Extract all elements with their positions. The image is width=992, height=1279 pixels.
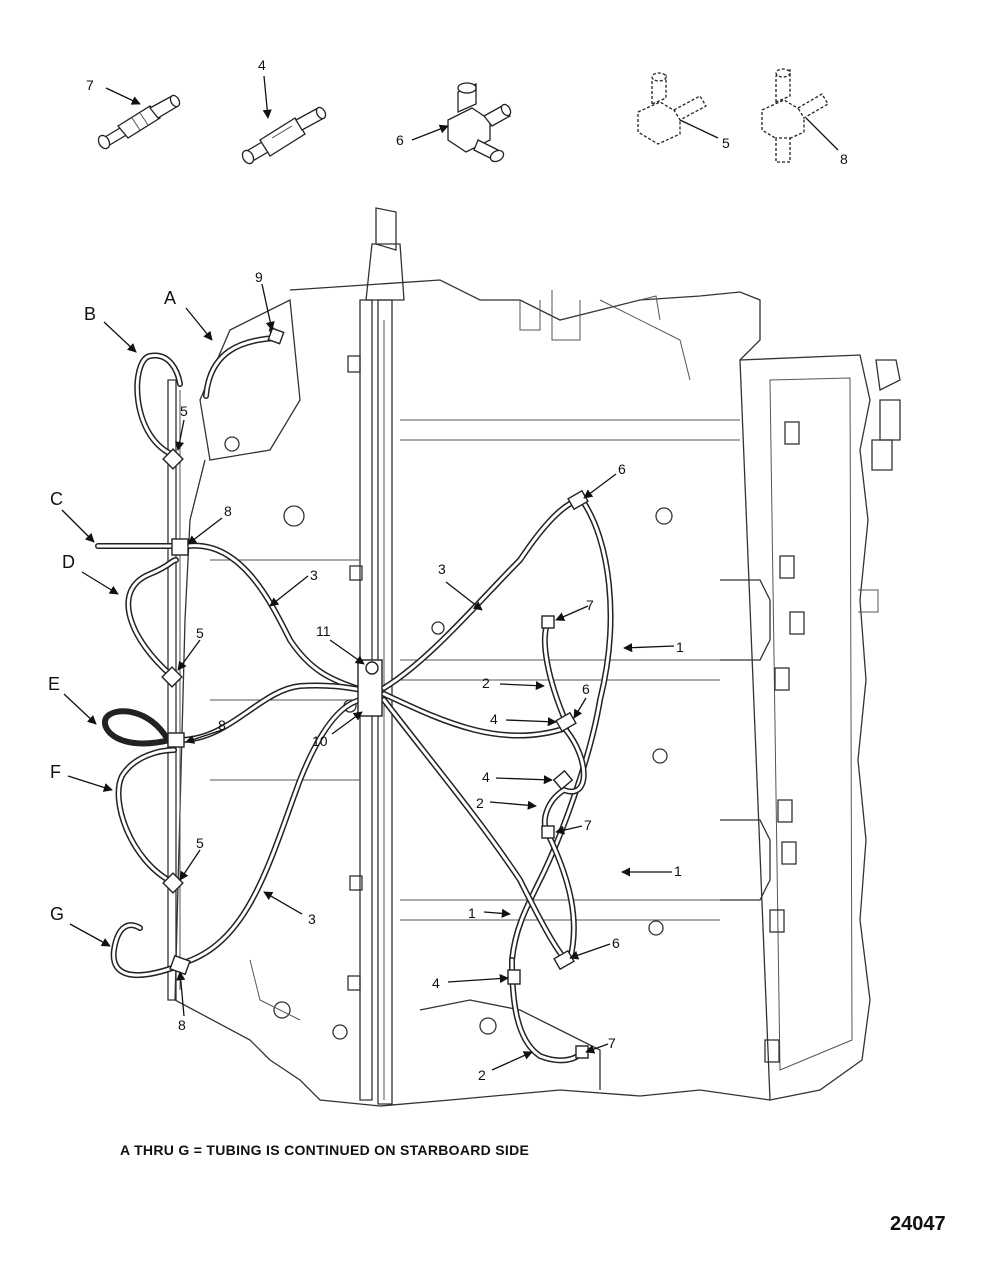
callout-1-lower: 1 (468, 905, 476, 921)
callout-8-lower: 8 (178, 1017, 186, 1033)
callout-labels: 7 4 6 5 8 9 A B C D E F G 5 8 5 8 5 8 3 … (48, 57, 848, 1083)
callout-8-upper: 8 (224, 503, 232, 519)
callout-3-lower: 3 (308, 911, 316, 927)
callout-3-upper-left: 3 (310, 567, 318, 583)
callout-7-top: 7 (86, 77, 94, 93)
callout-B: B (84, 304, 96, 324)
callout-7-mid: 7 (584, 817, 592, 833)
callout-6-upper: 6 (618, 461, 626, 477)
part-detail-4-check-valve (241, 106, 327, 165)
callout-F: F (50, 762, 61, 782)
callout-6-top: 6 (396, 132, 404, 148)
part-detail-7-fitting (97, 94, 181, 150)
callout-1-upper: 1 (676, 639, 684, 655)
callout-10: 10 (312, 733, 328, 749)
part-detail-5-elbow-fitting (637, 72, 707, 145)
callout-7-upper: 7 (586, 597, 594, 613)
drawing-number: 24047 (890, 1213, 946, 1235)
callout-2-mid: 2 (476, 795, 484, 811)
callout-A: A (164, 288, 176, 308)
callout-6-lower: 6 (612, 935, 620, 951)
callout-5-upper: 5 (180, 403, 188, 419)
callout-5-mid: 5 (196, 625, 204, 641)
callout-2-lower: 2 (478, 1067, 486, 1083)
powerhead-block-outline (167, 207, 901, 1107)
part-detail-8-tee-fitting (761, 68, 829, 163)
callout-D: D (62, 552, 75, 572)
callout-G: G (50, 904, 64, 924)
callout-4-top: 4 (258, 57, 266, 73)
callout-6-mid: 6 (582, 681, 590, 697)
callout-9: 9 (255, 269, 263, 285)
leader-lines (61, 75, 839, 1071)
part-detail-6-tee-fitting (447, 82, 512, 163)
callout-4-mid: 4 (482, 769, 490, 785)
callout-1-mid: 1 (674, 863, 682, 879)
callout-5-lower: 5 (196, 835, 204, 851)
callout-4-lower: 4 (432, 975, 440, 991)
installed-fittings (161, 327, 589, 1059)
callout-E: E (48, 674, 60, 694)
callout-2-upper: 2 (482, 675, 490, 691)
callout-7-lower: 7 (608, 1035, 616, 1051)
callout-8-mid: 8 (218, 717, 226, 733)
callout-C: C (50, 489, 63, 509)
footnote: A THRU G = TUBING IS CONTINUED ON STARBO… (120, 1142, 530, 1158)
callout-11: 11 (316, 623, 331, 639)
callout-5-top: 5 (722, 135, 730, 151)
callout-8-top: 8 (840, 151, 848, 167)
callout-3-upper-right: 3 (438, 561, 446, 577)
callout-4-upper: 4 (490, 711, 498, 727)
